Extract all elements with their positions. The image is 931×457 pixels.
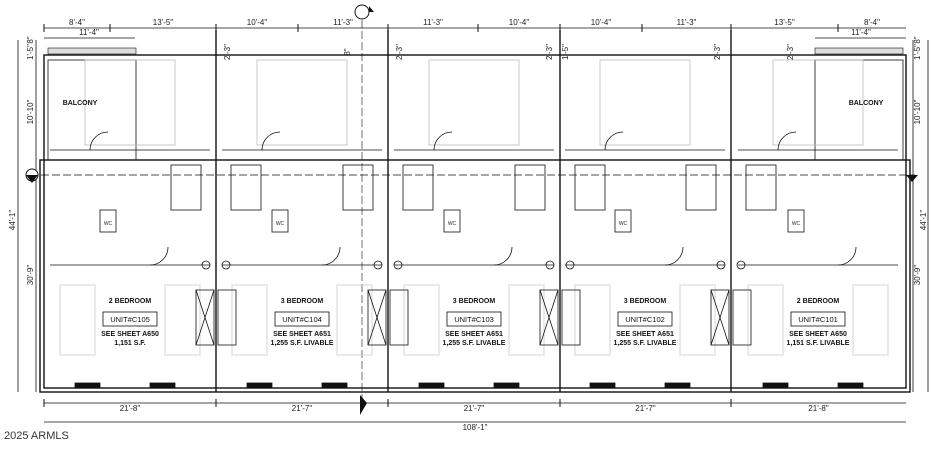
dimension-label: 2'-3" (786, 44, 795, 60)
unit-area: 1,151 S.F. LIVABLE (787, 340, 850, 347)
dimension-label: 21'-7" (464, 404, 485, 413)
bedroom-label: 2 BEDROOM (109, 298, 152, 305)
dimension-label: 2'-3" (713, 44, 722, 60)
bedroom-label: 3 BEDROOM (624, 298, 667, 305)
unit-area: 1,255 S.F. LIVABLE (443, 340, 506, 347)
unit-number: UNIT#C105 (110, 315, 150, 324)
dimension-lines (17, 27, 929, 423)
dimension-label: 21'-7" (635, 404, 656, 413)
dimension-label: 8'-4" (864, 18, 880, 27)
unit-tag (790, 311, 846, 327)
unit-tag (617, 311, 673, 327)
dimension-label: 8'-4" (69, 18, 85, 27)
dimension-label: 44'-1" (8, 210, 17, 231)
unit-plan (565, 59, 725, 389)
unit-tag (102, 311, 158, 327)
dimension-label: 44'-1" (919, 210, 928, 231)
dimension-label: 10'-4" (591, 18, 612, 27)
watermark: 2025 ARMLS (4, 430, 69, 442)
dimension-label: 21'-8" (120, 404, 141, 413)
dimension-label: 10'-10" (26, 99, 35, 124)
dimension-label: 2'-3" (545, 44, 554, 60)
sheet-reference: SEE SHEET A651 (616, 331, 674, 338)
sheet-reference: SEE SHEET A651 (273, 331, 331, 338)
wc-label: WC (448, 221, 457, 227)
interior-walls (43, 24, 904, 407)
unit-plan (738, 59, 898, 389)
dimension-label: 30'-9" (26, 265, 35, 286)
unit-number: UNIT#C103 (454, 315, 494, 324)
unit-number: UNIT#C102 (625, 315, 665, 324)
building-outline (30, 20, 915, 410)
dimension-label: 8" (343, 48, 352, 55)
wc-label: WC (619, 221, 628, 227)
unit-area: 1,151 S.F. (114, 340, 146, 347)
dimension-label: 11'-3" (423, 18, 443, 27)
wc-label: WC (276, 221, 285, 227)
unit-area: 1,255 S.F. LIVABLE (614, 340, 677, 347)
dimension-label: 1'-5" (561, 44, 570, 60)
balcony-label: BALCONY (63, 100, 98, 107)
dimension-label: 11'-3" (677, 18, 697, 27)
wc-label: WC (792, 221, 801, 227)
dimension-label: 10'-10" (913, 99, 922, 124)
sheet-reference: SEE SHEET A651 (445, 331, 503, 338)
unit-plan (394, 59, 554, 389)
dimension-label: 13'-5" (774, 18, 795, 27)
sheet-reference: SEE SHEET A650 (101, 331, 159, 338)
dimension-label: 21'-7" (292, 404, 313, 413)
overall-width-label: 108'-1" (463, 423, 488, 432)
bedroom-label: 3 BEDROOM (281, 298, 324, 305)
dimension-label: 2'-3" (395, 44, 404, 60)
dimension-label: 8" (913, 36, 922, 43)
dimension-label: 11'-4" (851, 28, 871, 37)
balcony-label: BALCONY (849, 100, 884, 107)
unit-number: UNIT#C104 (282, 315, 322, 324)
dimension-label: 11'-4" (79, 28, 99, 37)
stair-closet (685, 164, 777, 346)
stair-closet (514, 164, 606, 346)
unit-tag (274, 311, 330, 327)
sheet-reference: SEE SHEET A650 (789, 331, 847, 338)
dimension-label: 1'-5" (913, 44, 922, 60)
bedroom-label: 2 BEDROOM (797, 298, 840, 305)
dimension-label: 10'-4" (509, 18, 530, 27)
dimension-label: 10'-4" (247, 18, 268, 27)
dimension-label: 11'-3" (333, 18, 353, 27)
dimension-label: 30'-9" (913, 265, 922, 286)
dimension-label: 2'-3" (223, 44, 232, 60)
stair-closet (170, 164, 262, 346)
unit-plan (50, 59, 210, 389)
wc-label: WC (104, 221, 113, 227)
unit-number: UNIT#C101 (798, 315, 838, 324)
dimension-label: 13'-5" (153, 18, 174, 27)
dimension-label: 21'-8" (808, 404, 829, 413)
section-marker-icon (25, 4, 918, 415)
unit-tag (446, 311, 502, 327)
dimension-label: 8" (26, 36, 35, 43)
unit-plan (222, 59, 382, 389)
bedroom-label: 3 BEDROOM (453, 298, 496, 305)
dimension-label: 1'-5" (26, 44, 35, 60)
unit-area: 1,255 S.F. LIVABLE (271, 340, 334, 347)
stair-closet (342, 164, 434, 346)
